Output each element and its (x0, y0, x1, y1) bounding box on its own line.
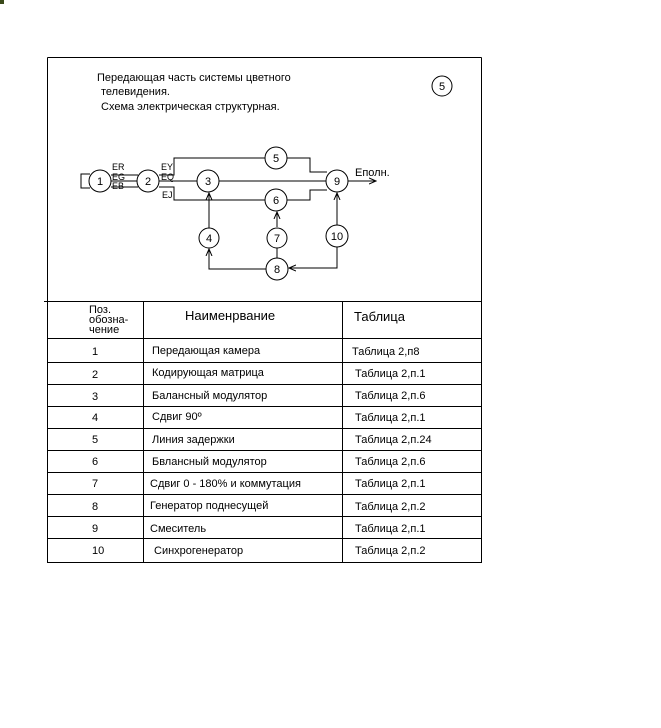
spec-table-grid (44, 301, 482, 563)
table-row: 5 Линия задержки Таблица 2,п.24 (92, 434, 432, 446)
row-pos: 1 (92, 346, 98, 358)
table-row: 3 Балансный модулятор Таблица 2,п.6 (92, 390, 426, 403)
table-row: 7 Сдвиг 0 - 180% и коммутация Таблица 2,… (92, 478, 426, 490)
header-pos-line-2: обозна- (89, 314, 129, 326)
node-4-label: 4 (206, 233, 212, 245)
node-6: 6 (264, 188, 288, 212)
row-ref: Таблица 2,п.24 (355, 434, 432, 446)
row-name: Кодирующая матрица (152, 367, 265, 379)
table-row: 2 Кодирующая матрица Таблица 2,п.1 (92, 367, 426, 381)
header-name: Наименрвание (185, 308, 275, 323)
header-pos-line-1: Поз. (89, 304, 111, 316)
row-ref: Таблица 2,п.1 (355, 478, 426, 490)
row-name: Сдвиг 90º (152, 411, 202, 423)
table-row: 10 Синхрогенератор Таблица 2,п.2 (92, 545, 426, 557)
node-4: 4 (198, 227, 220, 249)
row-name: Смеситель (150, 523, 206, 535)
node-8-label: 8 (274, 264, 280, 276)
label-er: ER (112, 162, 125, 172)
table-row: 4 Сдвиг 90º Таблица 2,п.1 (92, 411, 426, 424)
sheet-number-label: 5 (439, 81, 445, 93)
row-ref: Таблица 2,п8 (352, 346, 419, 358)
spec-table-rows: 1 Передающая камера Таблица 2,п8 2 Кодир… (92, 345, 432, 557)
sheet-number: 5 (431, 75, 453, 97)
diagram-nodes: 1 2 3 4 5 6 7 8 9 10 (88, 146, 349, 281)
row-name: Линия задержки (152, 434, 235, 446)
table-row: 6 Бвлансный модулятор Таблица 2,п.6 (92, 456, 426, 468)
diagram-title: Передающая часть системы цветного телеви… (97, 72, 291, 113)
node-2: 2 (136, 169, 160, 193)
node-3-label: 3 (205, 176, 211, 188)
row-pos: 6 (92, 456, 98, 468)
node-1-label: 1 (97, 176, 103, 188)
table-row: 9 Смеситель Таблица 2,п.1 (92, 523, 426, 535)
row-pos: 9 (92, 523, 98, 535)
row-pos: 3 (92, 391, 98, 403)
node-7: 7 (266, 227, 288, 249)
row-pos: 5 (92, 434, 98, 446)
title-line-1: Передающая часть системы цветного (97, 72, 291, 84)
node-10: 10 (325, 224, 349, 248)
row-ref: Таблица 2,п.6 (355, 390, 426, 402)
row-ref: Таблица 2,п.6 (355, 456, 426, 468)
row-name: Синхрогенератор (154, 545, 243, 557)
node-10-label: 10 (331, 231, 343, 243)
row-pos: 10 (92, 545, 104, 557)
row-name: Генератор поднесущей (150, 500, 268, 512)
row-name: Сдвиг 0 - 180% и коммутация (150, 478, 301, 490)
connection-lines (80, 157, 376, 269)
node-2-label: 2 (145, 176, 151, 188)
header-pos-line-3: чение (89, 324, 119, 336)
row-pos: 8 (92, 501, 98, 513)
label-eb: EB (112, 181, 124, 191)
row-ref: Таблица 2,п.1 (355, 523, 426, 535)
title-line-2: телевидения. (101, 86, 170, 98)
node-9-label: 9 (334, 176, 340, 188)
row-name: Балансный модулятор (152, 390, 267, 402)
spec-table-header: Поз. обозна- чение Наименрвание Таблица (89, 304, 406, 336)
label-output: Еполн. (355, 167, 390, 179)
title-line-3: Схема электрическая структурная. (101, 101, 280, 113)
header-ref: Таблица (354, 309, 406, 324)
row-ref: Таблица 2,п.2 (355, 545, 426, 557)
row-ref: Таблица 2,п.1 (355, 368, 426, 380)
node-8: 8 (265, 257, 289, 281)
row-pos: 4 (92, 412, 98, 424)
row-pos: 2 (92, 369, 98, 381)
corner-mark (0, 0, 4, 4)
node-5-label: 5 (273, 153, 279, 165)
row-pos: 7 (92, 478, 98, 490)
label-ej: EJ (162, 190, 173, 200)
label-eq: EQ (161, 172, 174, 182)
row-name: Передающая камера (152, 345, 261, 357)
row-ref: Таблица 2,п.1 (355, 412, 426, 424)
row-ref: Таблица 2,п.2 (355, 501, 426, 513)
node-7-label: 7 (274, 233, 280, 245)
sheet-number-circle (431, 75, 453, 97)
node-5: 5 (264, 146, 288, 170)
sheet-border (47, 57, 482, 563)
table-row: 1 Передающая камера Таблица 2,п8 (92, 345, 419, 358)
table-row: 8 Генератор поднесущей Таблица 2,п.2 (92, 500, 426, 513)
signal-labels: ER EG EB EY EQ EJ Еполн. (112, 162, 390, 200)
node-1: 1 (88, 169, 112, 193)
node-3: 3 (196, 169, 220, 193)
row-name: Бвлансный модулятор (152, 456, 267, 468)
label-eg: EG (112, 172, 125, 182)
node-6-label: 6 (273, 195, 279, 207)
node-9: 9 (325, 169, 349, 193)
label-ey: EY (161, 162, 173, 172)
